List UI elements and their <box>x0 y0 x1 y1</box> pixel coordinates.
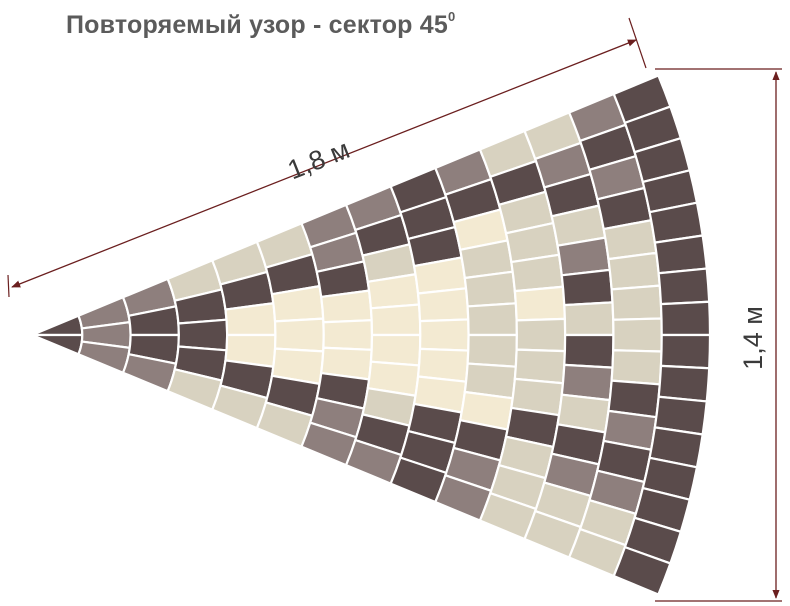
paving-tile <box>466 333 518 368</box>
paving-tile <box>607 251 661 291</box>
diagram-title: Повторяемый узор - сектор 450 <box>66 8 456 40</box>
paving-tile <box>513 348 566 385</box>
paving-tile <box>416 287 470 323</box>
length-extension-right <box>628 17 647 69</box>
paving-tile <box>612 317 663 353</box>
paving-tile <box>369 333 422 367</box>
width-label: 1,4 м <box>738 306 768 370</box>
paving-tile <box>32 314 84 337</box>
paving-tile <box>659 300 712 337</box>
paving-tile <box>657 364 711 403</box>
paving-tile <box>610 284 663 321</box>
paving-tile <box>224 302 277 337</box>
paving-tile <box>322 319 374 351</box>
length-extension-left <box>7 274 10 298</box>
width-dimension: 1,4 м <box>655 68 782 602</box>
length-dimension-line <box>11 39 637 288</box>
paving-tile <box>273 317 325 353</box>
length-label: 1,8 м <box>284 134 354 185</box>
paving-tile <box>563 333 615 369</box>
paving-tile <box>515 317 567 353</box>
title-degree-superscript: 0 <box>448 8 456 24</box>
paving-tile <box>32 333 84 356</box>
paving-tile <box>653 234 708 275</box>
paving-tile <box>657 267 711 306</box>
paving-tiles-group <box>32 74 712 596</box>
paving-tile <box>612 546 672 596</box>
paving-tile <box>510 253 565 293</box>
paving-tile <box>563 301 615 337</box>
paving-tile <box>560 268 614 307</box>
title-text: Повторяемый узор - сектор 45 <box>66 11 448 39</box>
paving-tile <box>320 289 373 324</box>
paving-tile <box>513 285 566 322</box>
paving-tile <box>466 302 518 337</box>
paving-tile <box>418 318 470 352</box>
paving-tile <box>556 236 611 277</box>
paving-tile <box>463 270 517 308</box>
paving-tile <box>610 349 663 386</box>
paving-tile <box>659 333 712 370</box>
paving-tile <box>177 318 229 352</box>
paving-tile <box>369 303 422 337</box>
paving-tile <box>77 340 131 374</box>
